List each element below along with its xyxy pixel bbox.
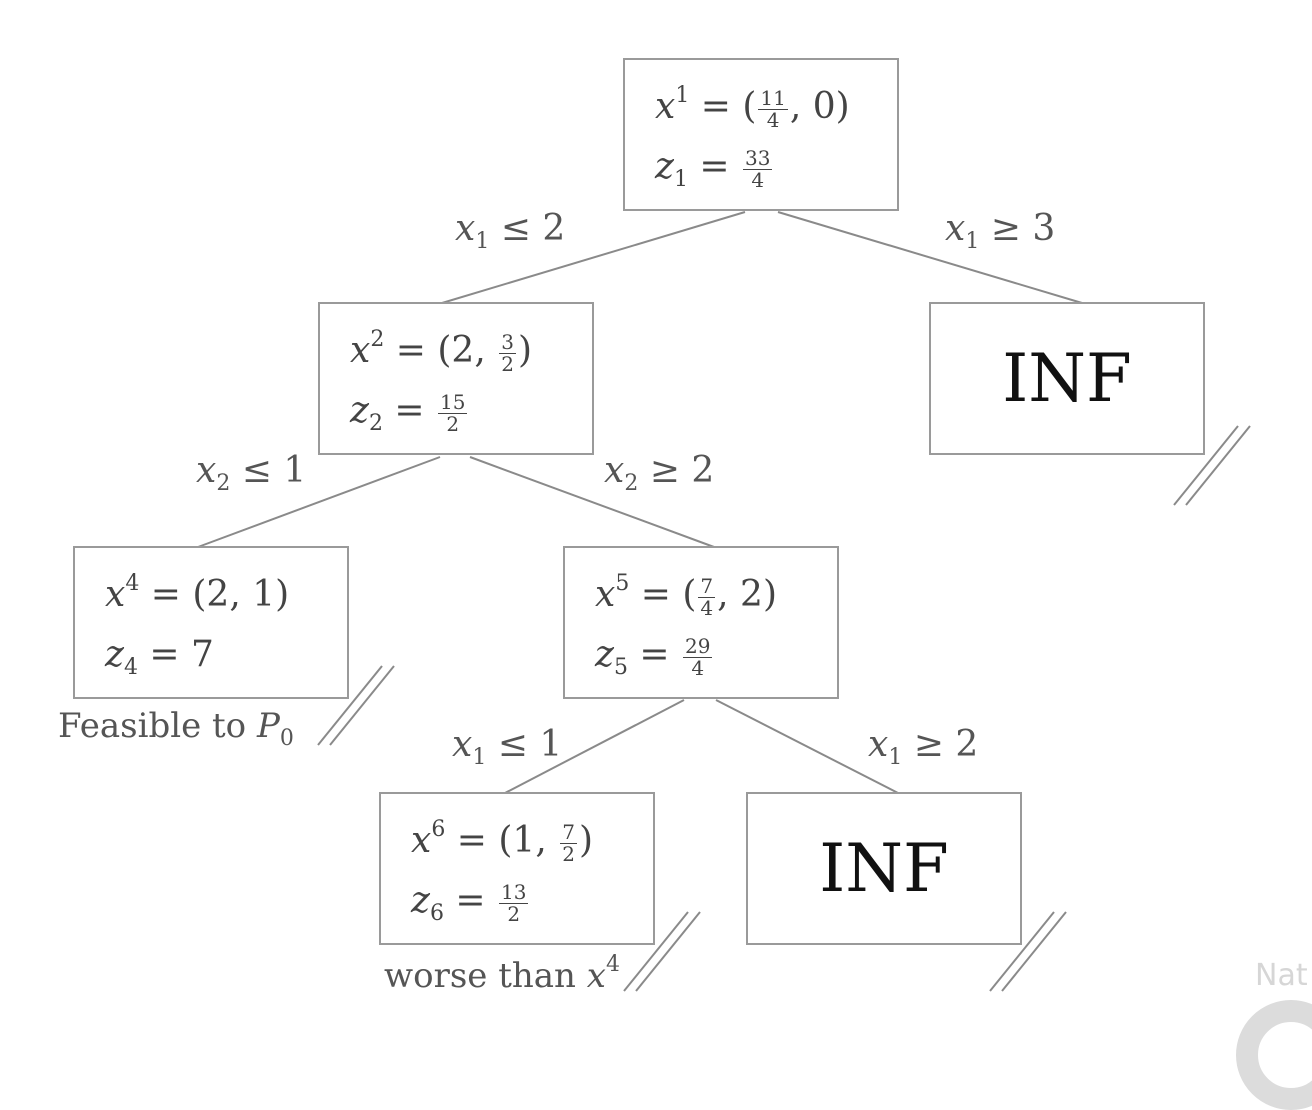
- edge-label-e2: x1 ≥ 3: [945, 208, 1056, 254]
- watermark-text: Nat: [1255, 958, 1308, 993]
- tree-edges: [197, 211, 1251, 992]
- pruned-mark-inf-bottom: [989, 911, 1067, 992]
- edge-line-e4: [469, 456, 715, 548]
- edge-line-e1: [441, 211, 746, 304]
- pruned-mark-n6: [623, 911, 701, 992]
- pruned-mark-inf-right: [1173, 425, 1251, 506]
- node-4-z: z4 = 7: [105, 634, 214, 680]
- edge-label-e1: x1 ≤ 2: [455, 208, 566, 254]
- edge-label-e6: x1 ≥ 2: [868, 724, 979, 770]
- node-4-x: x4 = (2, 1): [105, 571, 290, 616]
- note-worse: worse than x4: [384, 952, 620, 997]
- node-inf-right: INF: [929, 302, 1205, 455]
- node-4: x4 = (2, 1) z4 = 7: [73, 546, 349, 699]
- edge-label-e4: x2 ≥ 2: [604, 450, 715, 496]
- pruned-mark-n4: [317, 665, 395, 746]
- edge-line-e3: [197, 456, 441, 548]
- inf-label-bottom: INF: [819, 830, 949, 907]
- edge-label-e3: x2 ≤ 1: [196, 450, 307, 496]
- edge-line-e6: [715, 699, 899, 794]
- node-inf-bottom: INF: [746, 792, 1022, 945]
- edge-label-e5: x1 ≤ 1: [452, 724, 563, 770]
- edge-line-e2: [777, 211, 1083, 304]
- inf-label-right: INF: [1002, 340, 1132, 417]
- edge-line-e5: [504, 699, 685, 794]
- note-feasible: Feasible to P0: [58, 706, 294, 751]
